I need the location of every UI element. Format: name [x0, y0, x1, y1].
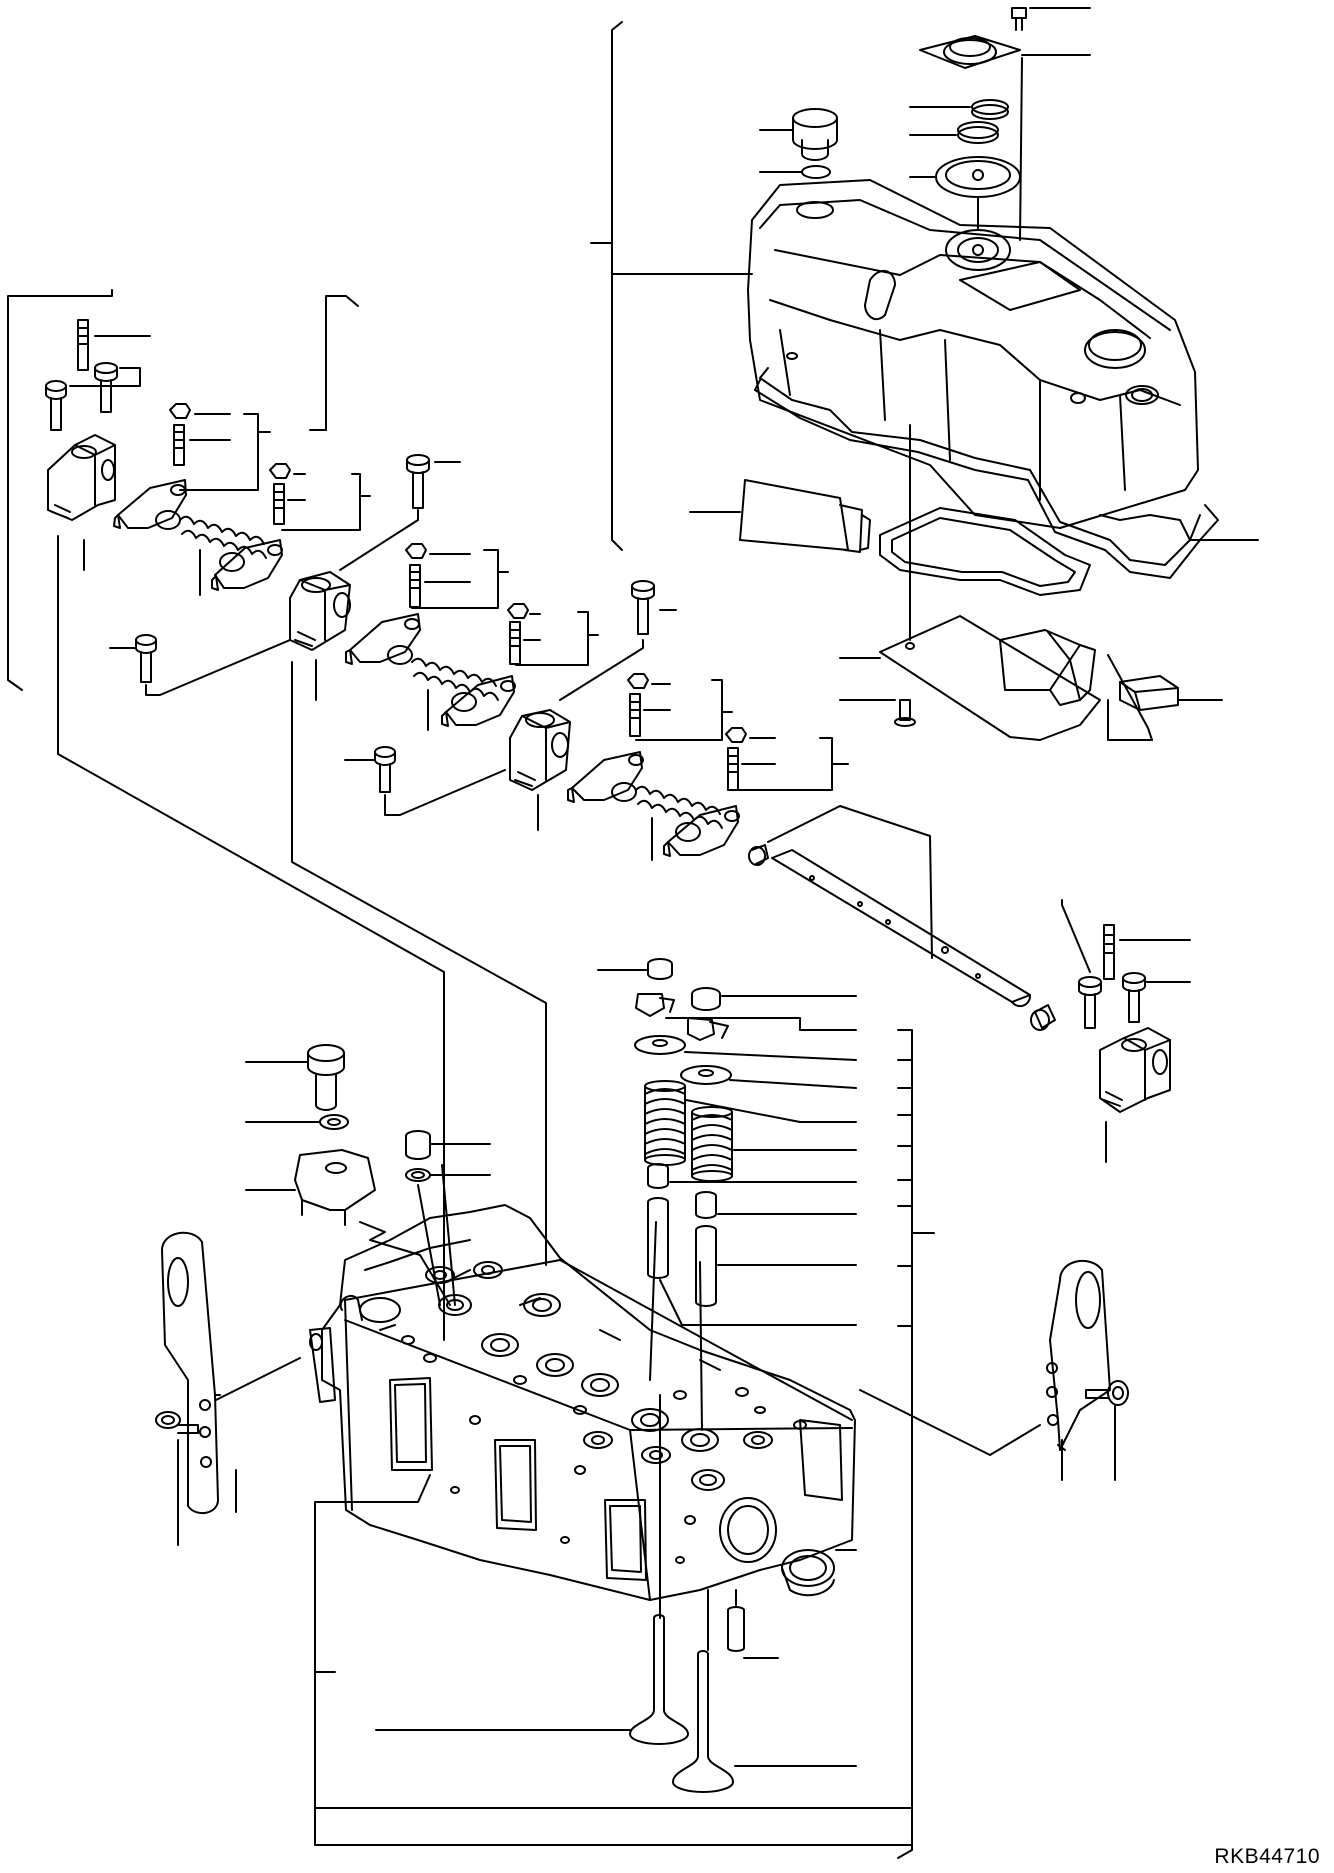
valve-seat-lower	[405, 1168, 491, 1306]
breather-diaphragm	[909, 156, 1021, 231]
rocker-bracket-bolt	[45, 362, 141, 431]
cover-packing-inner	[879, 507, 1091, 596]
rocker-assembly-bracket	[7, 289, 359, 691]
valve-spring-2	[691, 1106, 857, 1182]
rocker-arm-6	[663, 805, 740, 857]
spring-retainer-1	[634, 1035, 857, 1061]
drawing-code-label: RKB44710	[1214, 1845, 1320, 1868]
bracket-bolt-2	[339, 454, 461, 571]
oil-filler-cap	[759, 108, 838, 161]
rocker-shaft-bracket-mid-2	[509, 709, 571, 831]
breather-plate	[919, 35, 1091, 241]
valve-seat-upper	[405, 1130, 491, 1306]
lifting-bracket-right	[859, 1260, 1111, 1481]
rocker-shaft	[748, 805, 1056, 1031]
bracket-bolt-3	[559, 580, 677, 701]
cylinder-head-outer-bracket	[314, 1474, 913, 1846]
rocker-arm-1	[113, 479, 187, 530]
head-bolt-washer	[245, 1114, 349, 1130]
adjust-nut-5	[627, 673, 671, 689]
liquid-gasket-tube	[689, 479, 871, 553]
valve-cotter-1	[635, 993, 675, 1017]
adjust-screw-2	[273, 473, 371, 531]
stud-bolt	[77, 319, 151, 371]
adjust-screw-5	[629, 679, 733, 741]
rocker-spring-2	[411, 657, 499, 731]
knock-pin	[727, 1589, 779, 1659]
adjust-screw-3	[409, 549, 509, 609]
insulator-block	[1107, 675, 1223, 741]
valve-train-bracket	[897, 1029, 935, 1859]
intake-valve	[375, 1614, 689, 1745]
adjust-screw-4	[509, 611, 599, 666]
side-bolt-2	[344, 746, 506, 816]
side-bolt-1	[109, 634, 291, 696]
rocker-shaft-bracket-end-right	[1099, 1027, 1171, 1163]
adjust-screw-6	[727, 737, 849, 791]
breather-retainer	[909, 121, 999, 144]
right-bracket-bolt	[1061, 899, 1191, 1029]
adjust-nut-3	[405, 543, 471, 559]
valve-stem-seal-1	[647, 1163, 857, 1189]
valve-stem-seal-2	[695, 1191, 857, 1219]
lifting-bracket-left-bolt	[155, 1411, 199, 1546]
breather-spring	[909, 99, 1009, 120]
rocker-arm-4	[441, 675, 516, 727]
spring-retainer-2	[680, 1065, 857, 1089]
valve-guide-1	[647, 1197, 857, 1326]
cover-group-bracket	[590, 21, 753, 551]
adjust-nut-1	[169, 403, 231, 419]
exhaust-valve	[672, 1589, 857, 1793]
valve-cotter-2	[665, 1017, 857, 1041]
cylinder-head-cover	[747, 179, 1199, 641]
adjust-nut-6	[725, 727, 776, 743]
side-cover-bolt	[839, 699, 916, 727]
expansion-plug	[781, 1549, 857, 1597]
lifting-bracket-right-bolt	[1085, 1380, 1129, 1481]
valve-guide-2	[695, 1225, 857, 1307]
adjust-nut-2	[269, 463, 306, 479]
right-stud-bolt	[1103, 924, 1191, 980]
rocker-arm-3	[345, 613, 421, 665]
rocker-shaft-bracket-mid-1	[289, 571, 351, 701]
rocker-arm-5	[567, 751, 644, 803]
o-ring	[759, 165, 831, 179]
cover-gasket	[754, 367, 1259, 579]
rocker-spring-1	[179, 515, 267, 596]
cap-screw	[1011, 7, 1091, 31]
valve-spring-1	[644, 1080, 857, 1166]
adjust-nut-4	[507, 603, 541, 619]
valve-bridge	[245, 1149, 451, 1306]
rocker-spring-3	[635, 785, 723, 861]
valve-cap-2	[691, 987, 857, 1011]
rocker-arm-2	[211, 539, 283, 591]
valve-cap-1	[597, 958, 673, 980]
side-cover-plate	[839, 615, 1153, 741]
assembly-leader-lines	[57, 535, 703, 1431]
lifting-bracket-left	[161, 1231, 301, 1515]
head-bolt	[245, 1044, 345, 1111]
rocker-shaft-bracket-end	[47, 434, 116, 571]
adjust-screw-1	[173, 413, 271, 491]
